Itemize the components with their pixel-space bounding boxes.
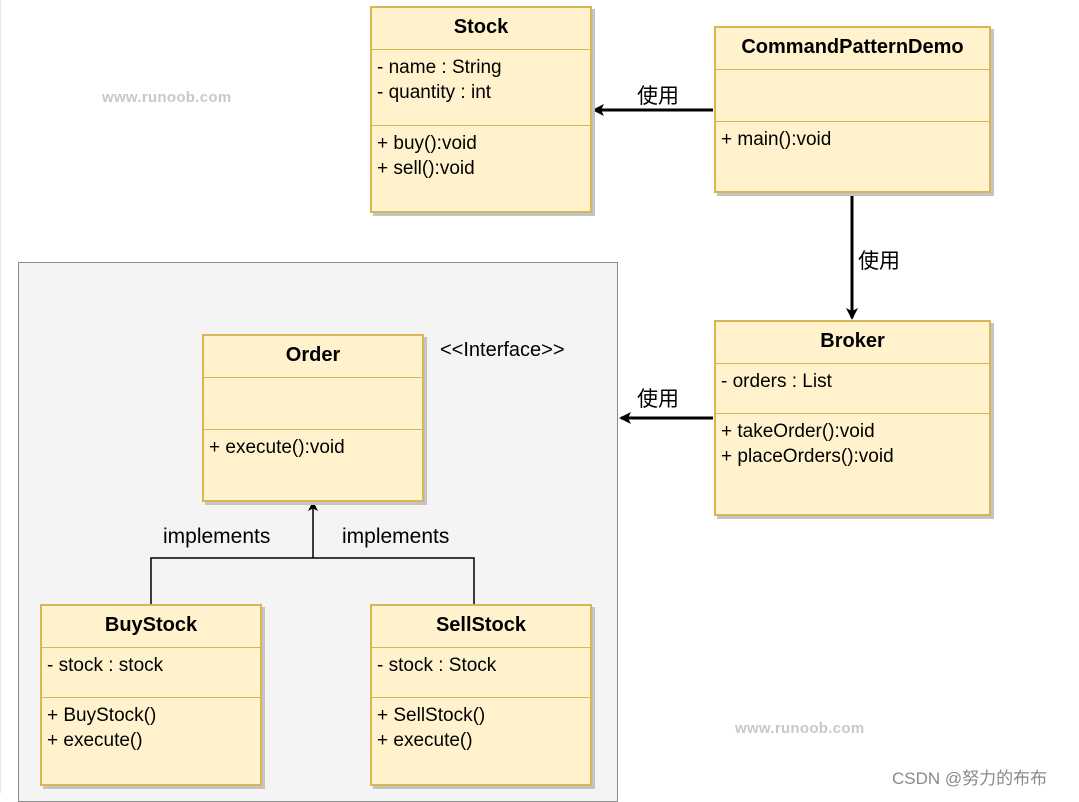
class-broker: Broker - orders : List + takeOrder():voi… — [714, 320, 991, 516]
class-order: Order + execute():void — [202, 334, 424, 502]
class-buystock: BuyStock - stock : stock + BuyStock() + … — [40, 604, 262, 786]
watermark-top: www.runoob.com — [102, 89, 232, 106]
class-stock-attributes: - name : String - quantity : int — [372, 50, 590, 126]
method: + execute():void — [209, 437, 345, 458]
left-border-line — [0, 0, 1, 793]
method: + sell():void — [377, 158, 475, 179]
label-implements-sellstock: implements — [342, 525, 450, 548]
attribute: - stock : Stock — [377, 655, 497, 676]
csdn-credit: CSDN @努力的布布 — [892, 769, 1048, 788]
method: + main():void — [721, 129, 832, 150]
class-sellstock: SellStock - stock : Stock + SellStock() … — [370, 604, 592, 786]
class-buystock-methods: + BuyStock() + execute() — [42, 698, 260, 753]
method: + placeOrders():void — [721, 446, 894, 467]
class-stock: Stock - name : String - quantity : int +… — [370, 6, 592, 213]
attribute: - name : String — [377, 57, 502, 78]
method: + takeOrder():void — [721, 421, 875, 442]
label-uses-broker: 使用 — [858, 250, 900, 273]
class-sellstock-attributes: - stock : Stock — [372, 648, 590, 698]
class-commandpatterndemo-attributes — [716, 70, 989, 122]
label-uses-orders: 使用 — [637, 388, 679, 411]
attribute: - orders : List — [721, 371, 832, 392]
method: + BuyStock() — [47, 705, 157, 726]
class-sellstock-title: SellStock — [372, 606, 590, 648]
class-order-methods: + execute():void — [204, 430, 422, 460]
order-stereotype: <<Interface>> — [440, 339, 565, 361]
method: + buy():void — [377, 133, 477, 154]
class-buystock-attributes: - stock : stock — [42, 648, 260, 698]
class-stock-title: Stock — [372, 8, 590, 50]
impl-line-sellstock — [313, 557, 475, 605]
class-commandpatterndemo-methods: + main():void — [716, 122, 989, 152]
class-commandpatterndemo: CommandPatternDemo + main():void — [714, 26, 991, 193]
method: + SellStock() — [377, 705, 486, 726]
method: + execute() — [377, 730, 473, 751]
class-broker-title: Broker — [716, 322, 989, 364]
class-broker-methods: + takeOrder():void + placeOrders():void — [716, 414, 989, 469]
watermark-bottom: www.runoob.com — [735, 720, 865, 737]
class-sellstock-methods: + SellStock() + execute() — [372, 698, 590, 753]
method: + execute() — [47, 730, 143, 751]
class-order-attributes — [204, 378, 422, 430]
attribute: - stock : stock — [47, 655, 164, 676]
label-implements-buystock: implements — [163, 525, 271, 548]
class-commandpatterndemo-title: CommandPatternDemo — [716, 28, 989, 70]
class-broker-attributes: - orders : List — [716, 364, 989, 414]
class-stock-methods: + buy():void + sell():void — [372, 126, 590, 181]
label-uses-stock: 使用 — [637, 85, 679, 108]
attribute: - quantity : int — [377, 82, 492, 103]
impl-line-buystock — [150, 557, 313, 605]
class-order-title: Order — [204, 336, 422, 378]
class-buystock-title: BuyStock — [42, 606, 260, 648]
